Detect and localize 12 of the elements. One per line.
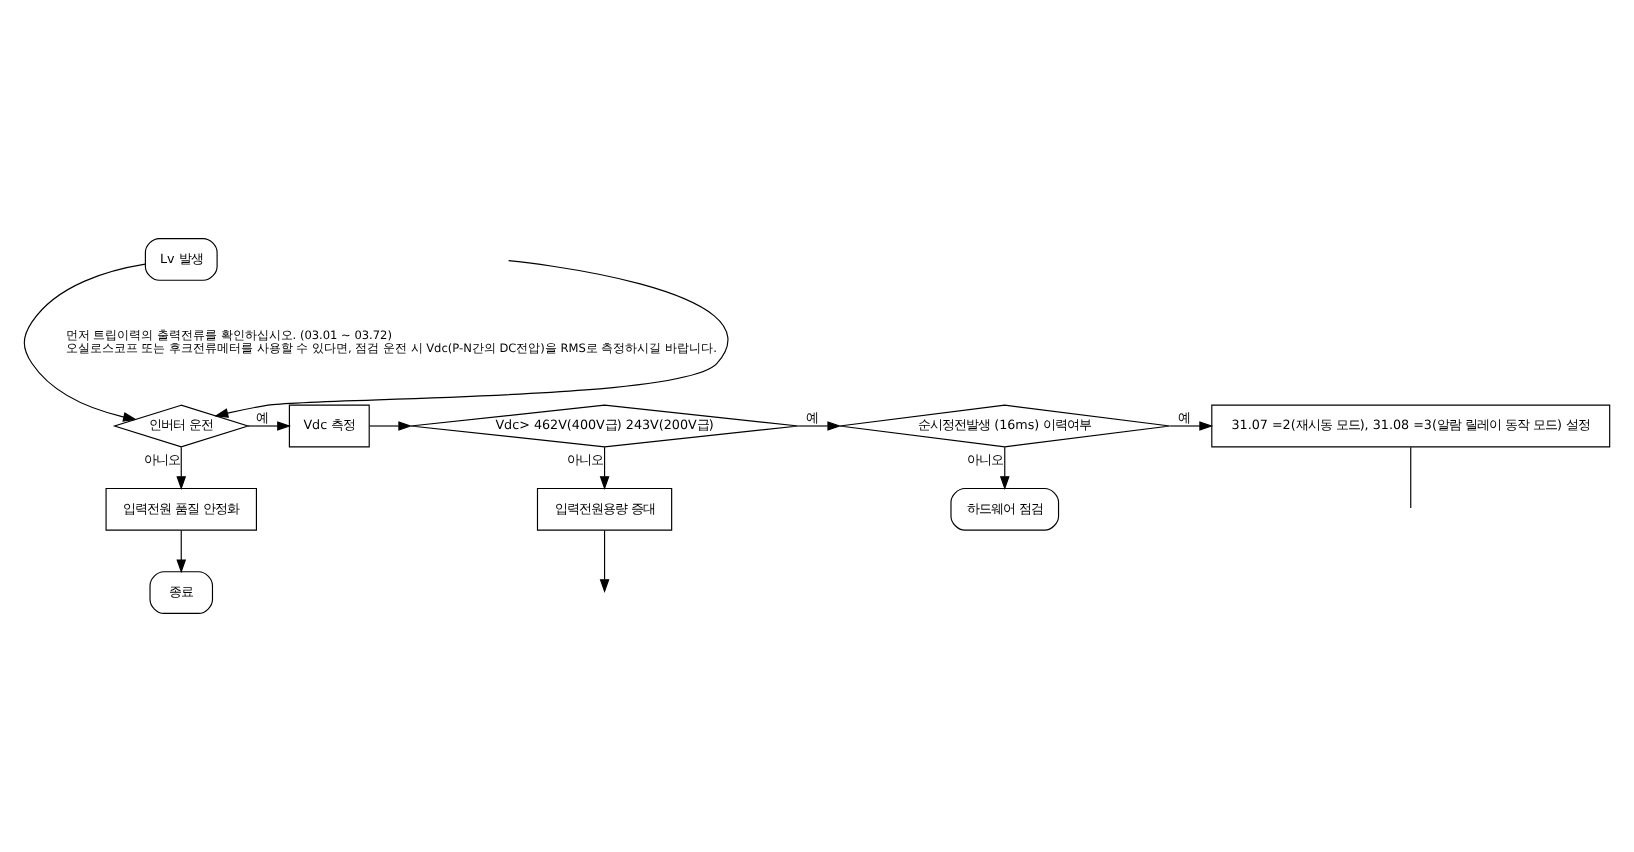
arrow <box>176 529 187 574</box>
arrow <box>369 421 413 431</box>
arrow <box>214 260 728 418</box>
arrow <box>797 421 842 431</box>
arrow <box>247 421 292 431</box>
arrow <box>1169 421 1214 431</box>
arrow <box>176 446 187 491</box>
connector <box>1410 446 1412 509</box>
arrow <box>599 446 610 491</box>
arrow <box>599 529 610 594</box>
arrow <box>23 263 146 422</box>
arrow <box>999 446 1010 491</box>
